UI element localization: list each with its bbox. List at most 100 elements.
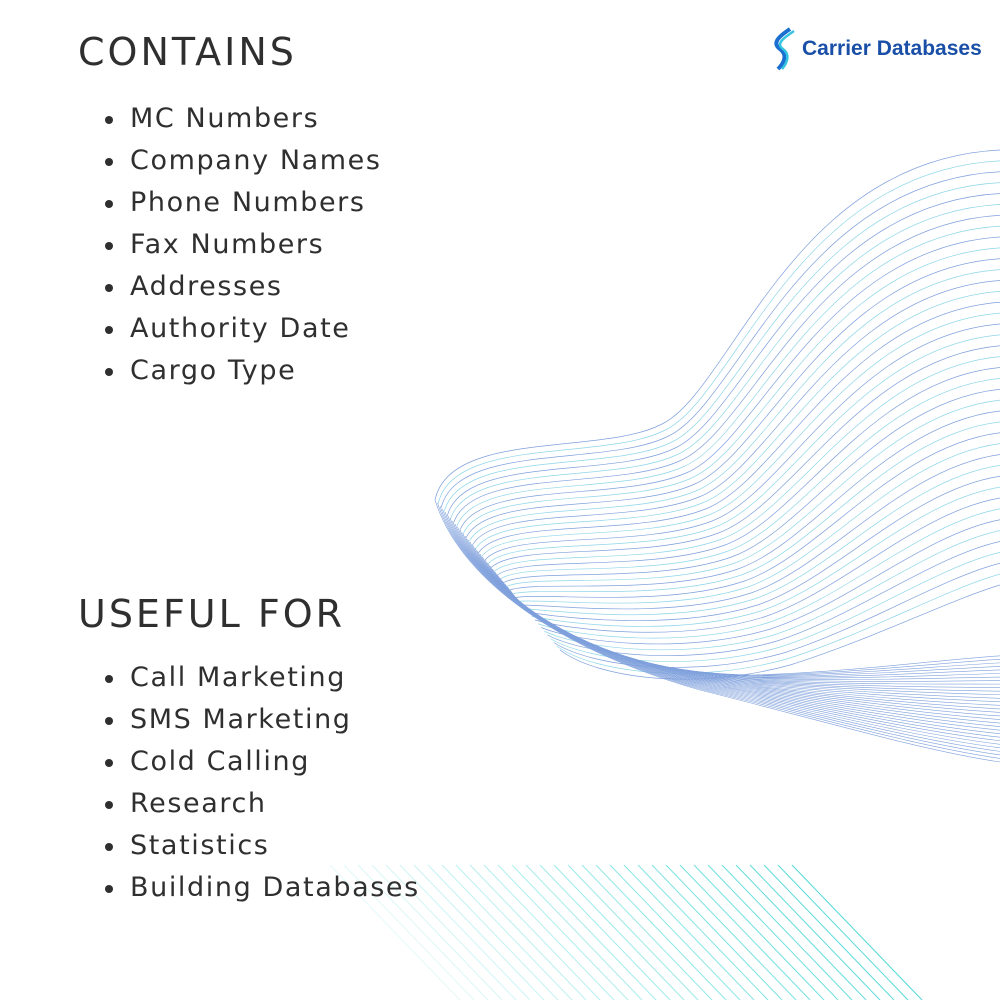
- mesh-line: [487, 562, 1000, 688]
- mesh-line: [484, 559, 1000, 692]
- mesh-line: [494, 356, 1000, 572]
- mesh-line: [538, 508, 1000, 639]
- stripe-line: [567, 864, 699, 1000]
- mesh-line: [434, 499, 1000, 763]
- mesh-line: [509, 589, 1000, 676]
- stripe-line: [343, 864, 475, 1000]
- stripe-line: [749, 864, 881, 1000]
- mesh-line: [534, 497, 1000, 633]
- stripe-line: [441, 864, 573, 1000]
- mesh-line: [492, 568, 1000, 682]
- mesh-line: [550, 552, 1000, 662]
- mesh-line: [525, 465, 1000, 616]
- useful-for-list: Call Marketing SMS Marketing Cold Callin…: [100, 657, 420, 909]
- mesh-line: [513, 421, 1000, 595]
- mesh-line: [487, 334, 1000, 564]
- stripe-line: [735, 864, 867, 1000]
- mesh-line: [531, 486, 1000, 627]
- mesh-line: [502, 580, 1000, 677]
- mesh-line: [494, 571, 1000, 680]
- list-item: Cargo Type: [100, 350, 382, 392]
- mesh-line: [457, 526, 1000, 731]
- list-item: Research: [100, 783, 420, 825]
- stripe-line: [609, 864, 741, 1000]
- stripe-line: [455, 864, 587, 1000]
- stripe-line: [595, 864, 727, 1000]
- mesh-line: [528, 475, 1000, 621]
- list-item: Cold Calling: [100, 741, 420, 783]
- stripe-line: [763, 864, 895, 1000]
- stripe-line: [357, 864, 489, 1000]
- list-item: Call Marketing: [100, 657, 420, 699]
- useful-for-heading: USEFUL FOR: [78, 592, 346, 636]
- stripe-line: [469, 864, 601, 1000]
- list-item: Building Databases: [100, 867, 420, 909]
- mesh-line: [447, 193, 1000, 516]
- stripe-line: [693, 864, 825, 1000]
- mesh-line: [484, 323, 1000, 561]
- mesh-line: [504, 583, 1000, 677]
- stripe-line: [707, 864, 839, 1000]
- mesh-line: [497, 367, 1000, 576]
- mesh-line: [556, 573, 1000, 674]
- mesh-line: [559, 584, 1000, 680]
- stripe-line: [623, 864, 755, 1000]
- mesh-line: [462, 247, 1000, 534]
- mesh-line: [437, 160, 1000, 504]
- stripe-line: [553, 864, 685, 1000]
- list-item: Fax Numbers: [100, 224, 382, 266]
- mesh-line: [553, 562, 1000, 668]
- mesh-line: [440, 171, 1000, 508]
- list-item: Company Names: [100, 140, 382, 182]
- stripe-line: [791, 864, 923, 1000]
- contains-heading: CONTAINS: [78, 30, 297, 74]
- mesh-line: [472, 280, 1000, 546]
- stripe-line: [539, 864, 671, 1000]
- mesh-line: [497, 574, 1000, 679]
- mesh-line: [439, 505, 1000, 756]
- stripe-line: [385, 864, 517, 1000]
- stripe-line: [637, 864, 769, 1000]
- mesh-line: [444, 511, 1000, 749]
- brand-logo: Carrier Databases: [770, 27, 982, 71]
- list-item: SMS Marketing: [100, 699, 420, 741]
- mesh-line: [454, 523, 1000, 734]
- mesh-line: [437, 502, 1000, 759]
- stripe-line: [497, 864, 629, 1000]
- mesh-line: [452, 520, 1000, 738]
- stripe-line: [721, 864, 853, 1000]
- brand-name: Carrier Databases: [802, 37, 982, 60]
- mesh-line: [449, 517, 1000, 742]
- mesh-line: [442, 508, 1000, 752]
- stripe-line: [511, 864, 643, 1000]
- mesh-line: [482, 556, 1000, 696]
- mesh-line: [516, 432, 1000, 598]
- mesh-line: [541, 519, 1000, 645]
- stripe-line: [413, 864, 545, 1000]
- stripe-line: [651, 864, 783, 1000]
- mesh-line: [507, 586, 1000, 676]
- stripe-line: [371, 864, 503, 1000]
- mesh-line: [544, 530, 1000, 651]
- mesh-line: [499, 577, 1000, 678]
- mesh-line: [509, 410, 1000, 591]
- mesh-line: [478, 301, 1000, 553]
- list-item: Authority Date: [100, 308, 382, 350]
- list-item: Statistics: [100, 825, 420, 867]
- stripe-line: [483, 864, 615, 1000]
- mesh-line: [465, 258, 1000, 538]
- mesh-line: [469, 269, 1000, 542]
- stripe-line: [427, 864, 559, 1000]
- list-item: Phone Numbers: [100, 182, 382, 224]
- stripe-line: [777, 864, 909, 1000]
- contains-list: MC Numbers Company Names Phone Numbers F…: [100, 98, 382, 392]
- mesh-line: [481, 312, 1000, 557]
- mesh-line: [506, 399, 1000, 587]
- mesh-line: [456, 225, 1000, 527]
- mesh-line: [444, 182, 1000, 512]
- mesh-line: [459, 236, 1000, 531]
- mesh-line: [503, 388, 1000, 583]
- stripe-line: [581, 864, 713, 1000]
- mesh-line: [450, 204, 1000, 519]
